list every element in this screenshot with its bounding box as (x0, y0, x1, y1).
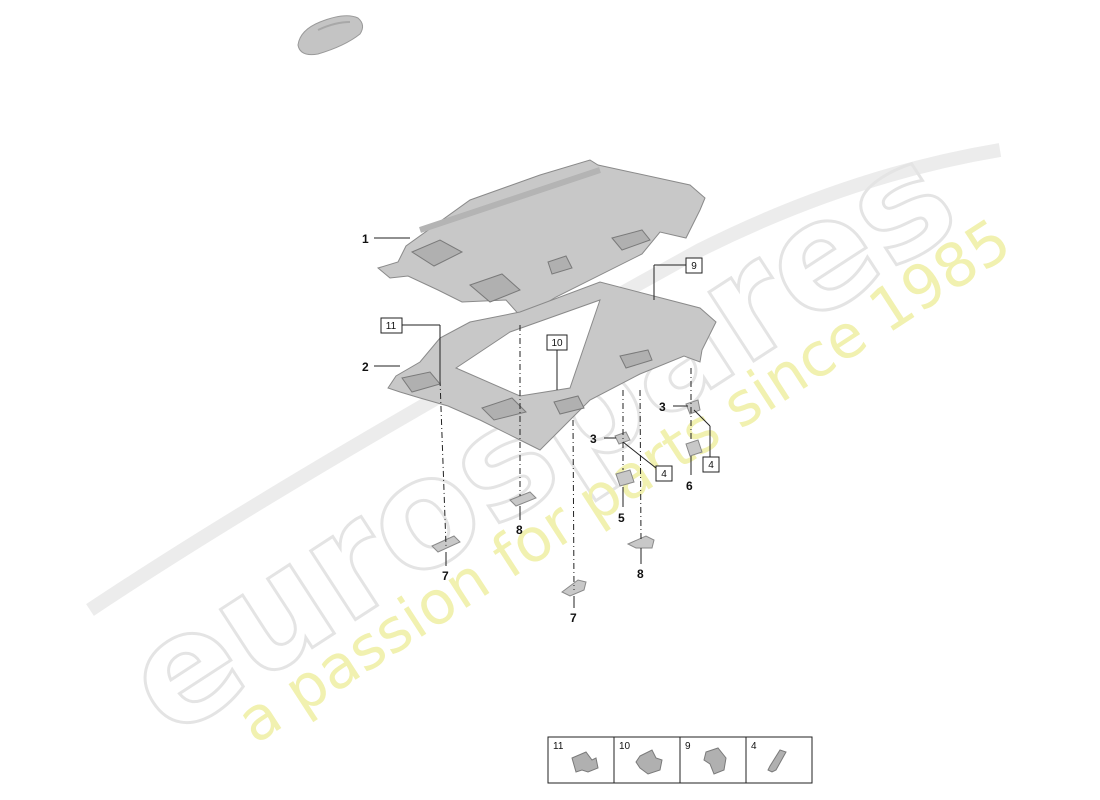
boxed-callout-11: 11 (380, 317, 403, 334)
callout-2: 2 (362, 360, 369, 374)
callout-1: 1 (362, 232, 369, 246)
svg-text:4: 4 (661, 469, 667, 480)
legend-cell: 4 (745, 736, 813, 784)
callout-5: 5 (618, 511, 625, 525)
callout-6: 6 (686, 479, 693, 493)
headliner-part-1 (376, 159, 706, 319)
car-thumbnail-icon (297, 15, 364, 56)
legend-cell: 9 (679, 736, 747, 784)
headliner-part-2 (387, 281, 717, 451)
part-7-grab-handle-a (431, 535, 461, 553)
part-3-clip-b (685, 399, 701, 415)
clamp-icon (635, 749, 663, 775)
legend-cell: 10 (613, 736, 681, 784)
callout-8-a: 8 (516, 523, 523, 537)
boxed-callout-4-b: 4 (702, 456, 720, 473)
leader-lines (374, 237, 711, 608)
clip-bracket-icon (571, 751, 599, 773)
part-8-grab-handle-b (626, 535, 655, 549)
part-6-lamp (685, 439, 703, 457)
boxed-callout-9: 9 (685, 257, 703, 274)
legend-cell-label: 4 (751, 741, 757, 752)
callout-8-b: 8 (637, 567, 644, 581)
bracket-clip-icon (703, 747, 727, 775)
legend-cell-label: 11 (553, 741, 564, 752)
callout-7-a: 7 (442, 569, 449, 583)
callout-3-a: 3 (590, 432, 597, 446)
callout-7-b: 7 (570, 611, 577, 625)
svg-text:9: 9 (691, 261, 697, 272)
part-7-grab-handle-b (561, 579, 587, 597)
part-5-lamp (615, 469, 635, 487)
svg-text:4: 4 (708, 460, 714, 471)
legend-cell-label: 10 (619, 741, 631, 752)
legend-cell-label: 9 (685, 741, 691, 752)
screw-icon (767, 749, 787, 773)
boxed-callout-4-a: 4 (655, 465, 673, 482)
callout-3-b: 3 (659, 400, 666, 414)
boxed-callout-10: 10 (546, 334, 568, 351)
svg-text:10: 10 (551, 338, 563, 349)
part-8-grab-handle-a (509, 491, 537, 507)
legend-table: 11 10 9 4 (547, 736, 813, 784)
legend-cell: 11 (547, 736, 615, 784)
svg-text:11: 11 (386, 321, 397, 332)
